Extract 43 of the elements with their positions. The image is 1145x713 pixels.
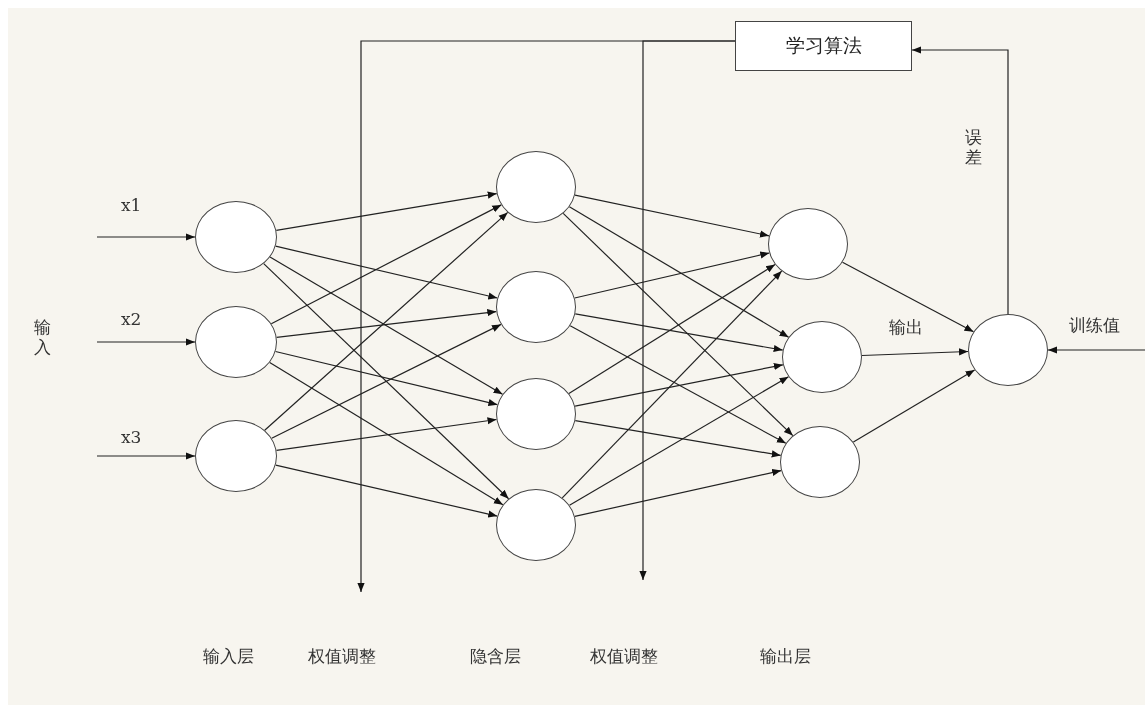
arrow: [861, 348, 969, 357]
arrow: [276, 309, 497, 338]
arrow: [271, 323, 502, 439]
arrow: [275, 417, 498, 451]
arrow: [574, 363, 784, 407]
arrow: [841, 261, 975, 333]
arrow: [852, 369, 976, 443]
arrow: [274, 350, 498, 407]
arrow: [1047, 346, 1145, 354]
arrow: [569, 325, 787, 444]
arrow: [574, 251, 770, 299]
edge-label: 误差: [965, 128, 983, 168]
edge-label: 训练值: [1068, 316, 1121, 335]
arrow: [574, 194, 770, 238]
layer-label: 输出层: [760, 648, 811, 665]
arrow: [269, 361, 504, 506]
layer-label: 权值调整: [590, 648, 658, 665]
layer-label: 输入层: [203, 648, 254, 665]
process-box: 学习算法: [735, 21, 912, 71]
arrow: [275, 191, 498, 231]
arrow: [561, 270, 783, 499]
edge-label: 输出: [888, 318, 924, 337]
arrow: [96, 233, 196, 241]
arrow: [96, 452, 196, 460]
arrow: [562, 212, 794, 437]
arrow: [568, 263, 776, 395]
arrow: [911, 46, 1009, 315]
arrow: [96, 338, 196, 346]
arrow: [264, 211, 509, 431]
arrow: [639, 40, 736, 581]
layer-label: 权值调整: [308, 648, 376, 665]
arrow: [574, 313, 784, 353]
layer-label: 隐含层: [470, 648, 521, 665]
arrow: [263, 263, 510, 500]
axis-label: 输入: [34, 318, 52, 358]
arrow: [574, 420, 782, 458]
arrow: [275, 464, 498, 518]
arrow: [275, 245, 498, 300]
arrow: [269, 256, 504, 395]
arrow: [568, 206, 790, 338]
arrow: [568, 376, 790, 506]
arrow: [270, 204, 502, 325]
arrow: [574, 469, 782, 517]
